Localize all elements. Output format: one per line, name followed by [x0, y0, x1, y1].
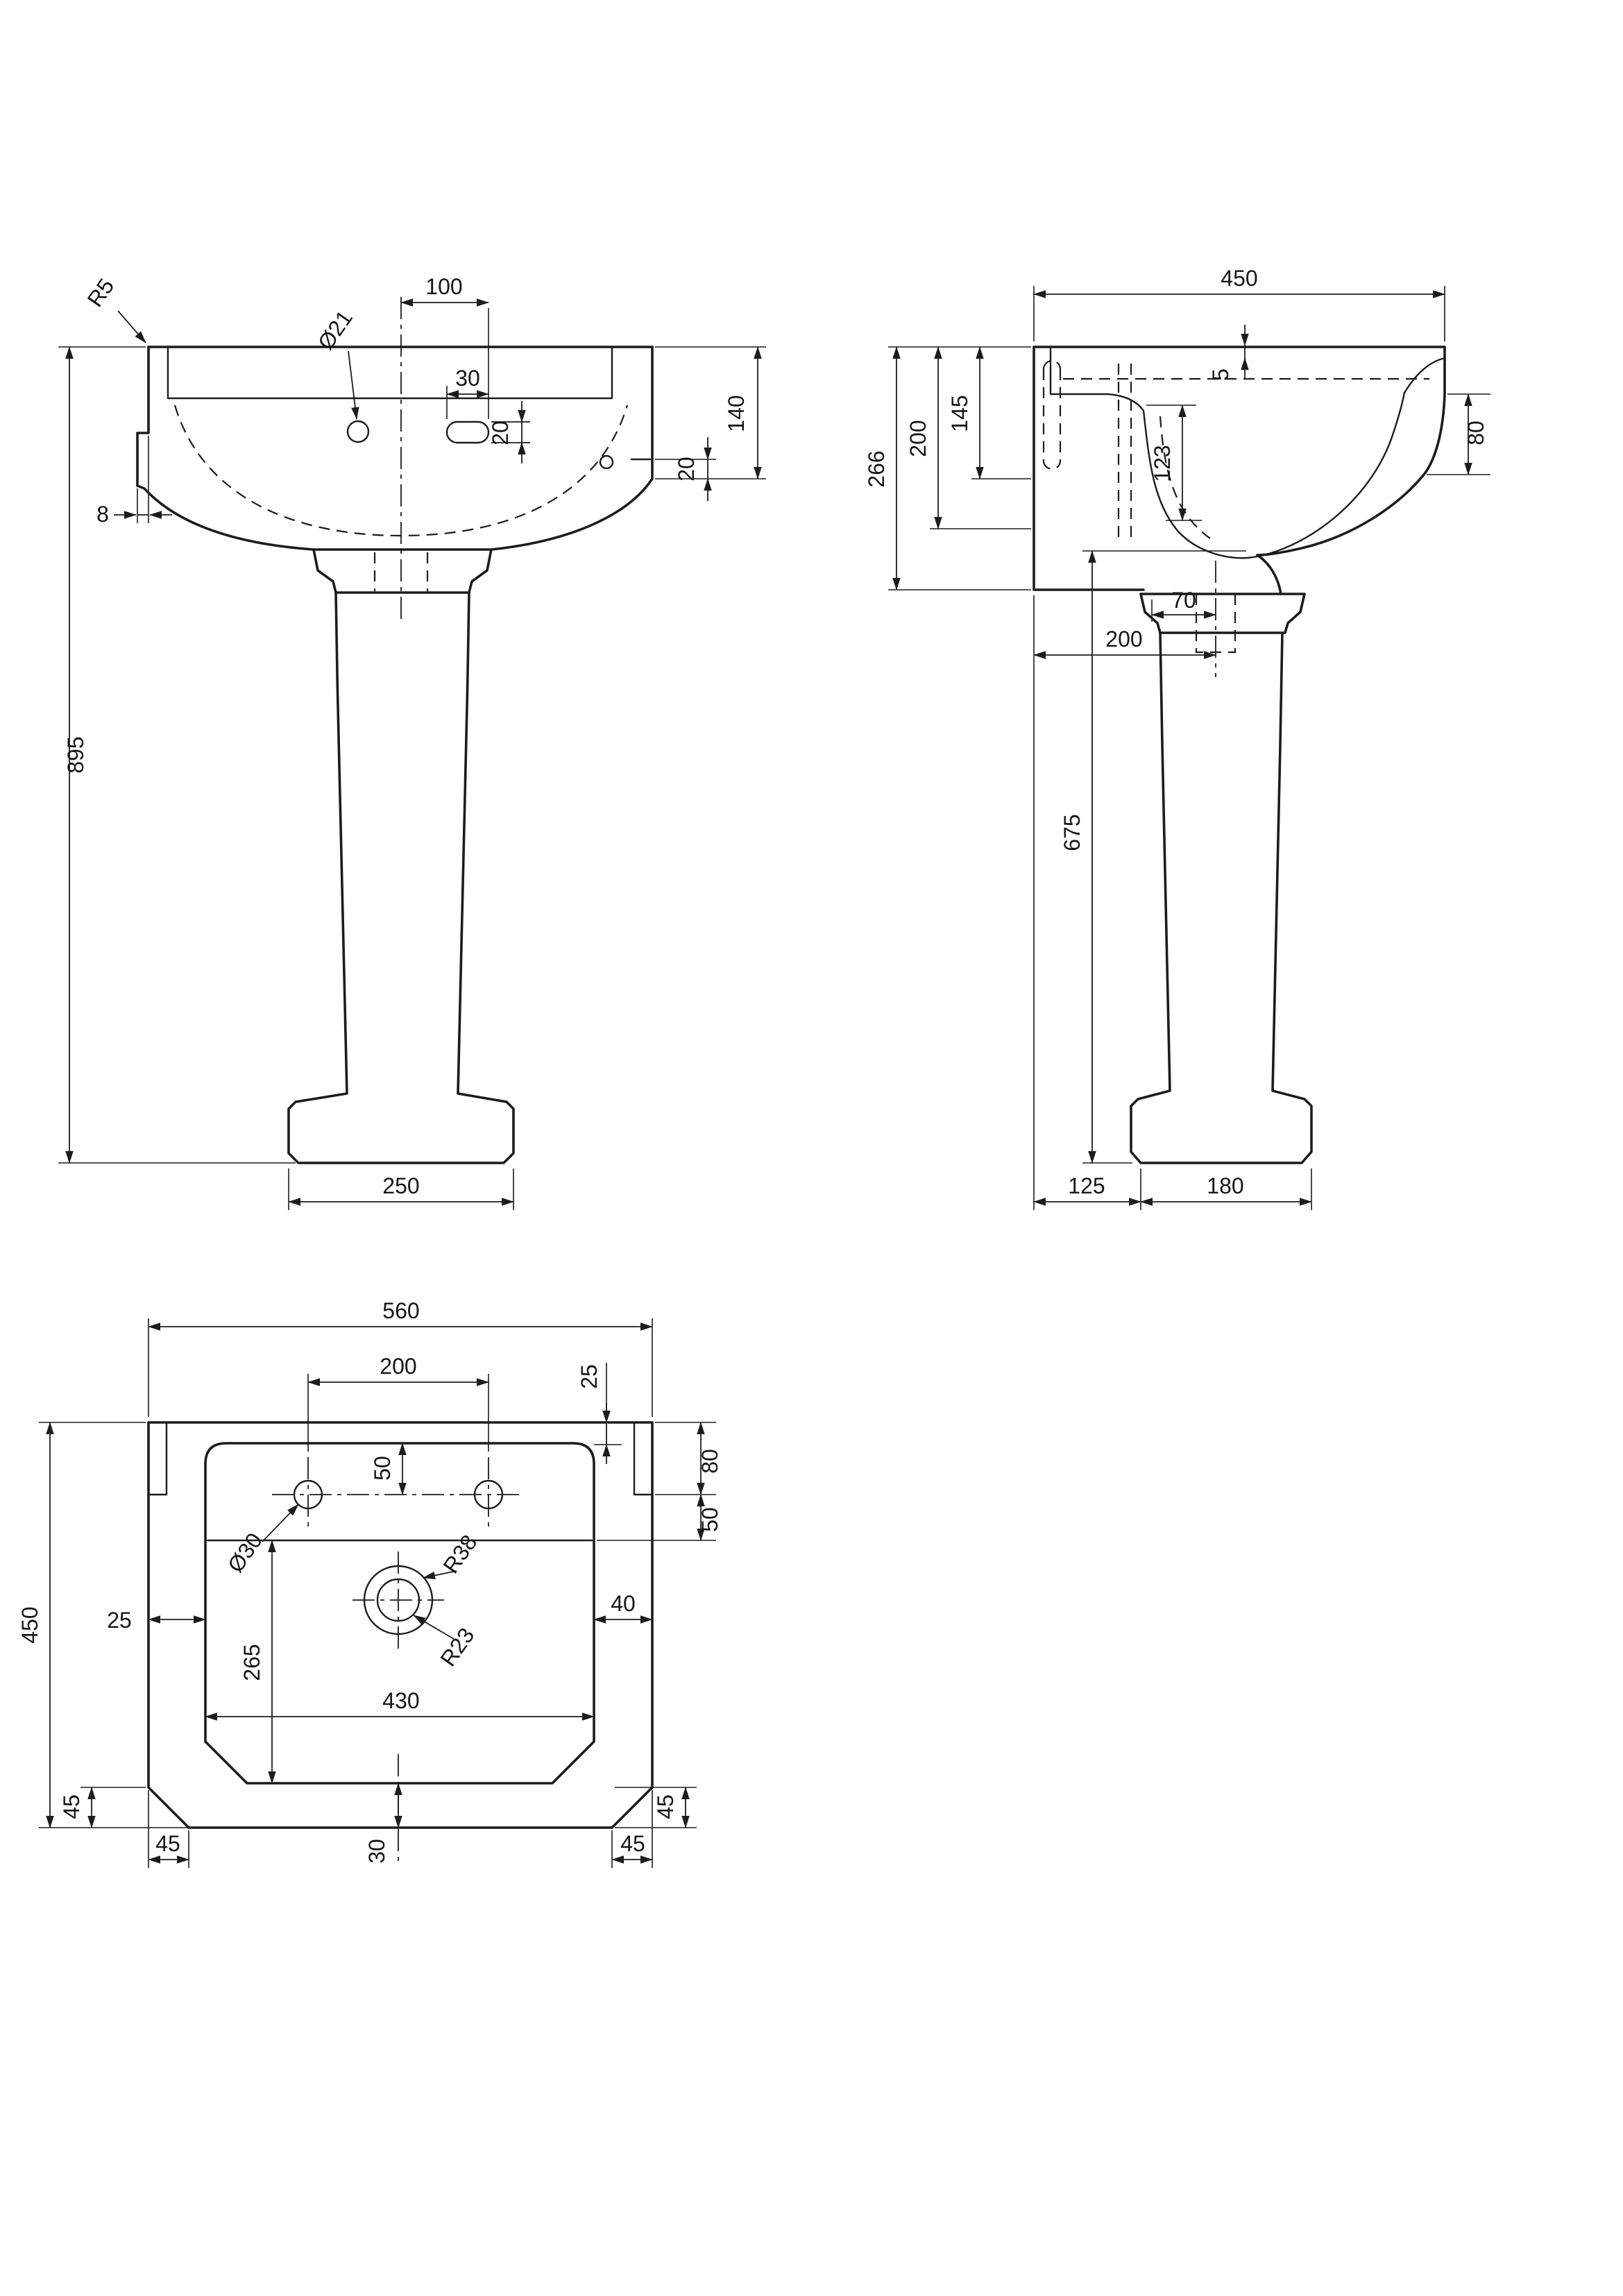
dim-side-180: 180 [1207, 1173, 1243, 1198]
dim-plan-25-left: 25 [107, 1608, 132, 1633]
front-pedestal-outline [287, 548, 515, 1164]
dim-plan-40: 40 [611, 1591, 636, 1616]
dim-front-30: 30 [455, 366, 480, 391]
dim-plan-45-br: 45 [620, 1831, 645, 1856]
dim-plan-450: 450 [17, 1606, 42, 1643]
front-extension-lines [58, 308, 766, 1210]
dim-side-5: 5 [1208, 368, 1233, 381]
dim-plan-200: 200 [380, 1354, 416, 1379]
dim-plan-50-deck: 50 [370, 1456, 395, 1481]
dim-front-895: 895 [63, 736, 88, 773]
dim-plan-45-right: 45 [653, 1794, 678, 1819]
side-extension-lines [888, 286, 1490, 1210]
dim-plan-560: 560 [382, 1298, 419, 1323]
dim-plan-r23: R23 [435, 1623, 479, 1671]
dim-side-125: 125 [1068, 1173, 1105, 1198]
dim-side-70: 70 [1171, 588, 1196, 613]
dim-front-8: 8 [96, 502, 109, 527]
dim-side-80: 80 [1463, 420, 1488, 445]
dim-plan-30: 30 [364, 1839, 389, 1864]
front-tap-slot [445, 420, 490, 444]
dim-side-266: 266 [864, 450, 889, 487]
dim-side-200-back: 200 [906, 420, 931, 457]
side-basin-outline [1033, 346, 1446, 677]
dim-front-100: 100 [425, 274, 462, 299]
dim-front-250: 250 [382, 1173, 419, 1198]
side-dimensions: 450 5 266 200 145 123 80 70 200 675 125 [864, 266, 1488, 1206]
plan-tap-centerlines [272, 1457, 525, 1532]
front-dimensions: 895 100 30 20 140 20 8 250 R5 Ø2 [63, 274, 762, 1206]
plan-dimensions: 560 200 25 80 50 50 Ø30 R38 R23 25 40 [17, 1298, 722, 1864]
dim-plan-265: 265 [239, 1644, 264, 1681]
dim-plan-430: 430 [382, 1688, 419, 1713]
dim-side-200-trap: 200 [1105, 627, 1142, 652]
dim-plan-45-left: 45 [59, 1794, 84, 1819]
front-view: 895 100 30 20 140 20 8 250 R5 Ø2 [58, 274, 766, 1210]
dim-plan-50-right: 50 [697, 1507, 722, 1532]
dim-plan-80: 80 [697, 1449, 722, 1474]
dim-plan-45-bl: 45 [155, 1831, 180, 1856]
dim-side-675: 675 [1060, 814, 1085, 851]
front-overflow-hole [599, 454, 614, 470]
dim-plan-25-rear: 25 [577, 1364, 602, 1389]
dim-side-145: 145 [947, 395, 972, 432]
side-view: 450 5 266 200 145 123 80 70 200 675 125 [864, 266, 1490, 1210]
front-tap-hole [346, 420, 370, 443]
side-pedestal-outline [1130, 593, 1313, 1164]
plan-view: 560 200 25 80 50 50 Ø30 R38 R23 25 40 [17, 1298, 722, 1868]
dim-plan-dia30: Ø30 [223, 1529, 267, 1577]
dim-side-450: 450 [1221, 266, 1257, 291]
dim-front-r5: R5 [83, 274, 119, 312]
plan-waste-centerlines [352, 1551, 444, 1651]
dim-side-123: 123 [1150, 445, 1175, 482]
dim-plan-r38: R38 [438, 1530, 482, 1578]
dim-front-20-slot: 20 [488, 420, 513, 445]
dim-front-20-rim: 20 [674, 457, 699, 482]
front-basin-outline [136, 297, 654, 622]
dim-front-140: 140 [724, 395, 749, 432]
plan-basin-outline [147, 1421, 654, 1865]
